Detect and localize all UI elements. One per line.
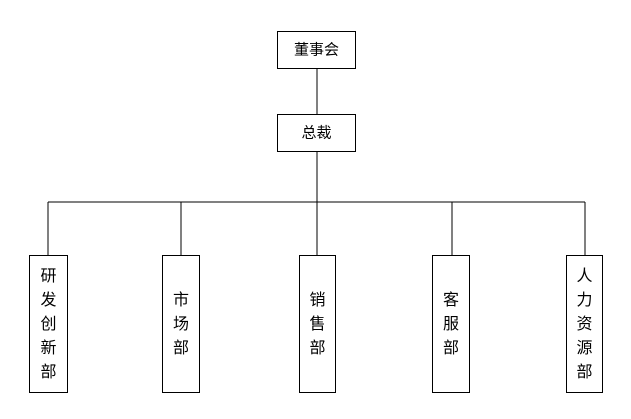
ceo-box: 总裁 (277, 114, 356, 152)
board-box: 董事会 (277, 31, 356, 69)
ceo-label: 总裁 (301, 123, 332, 142)
department-label-marketing: 市 场 部 (172, 290, 189, 357)
department-label-human-resources: 人 力 资 源 部 (576, 266, 593, 381)
department-box-human-resources: 人 力 资 源 部 (566, 255, 603, 393)
department-label-customer-service: 客 服 部 (442, 290, 459, 357)
department-box-marketing: 市 场 部 (162, 255, 200, 393)
department-box-rd-innovation: 研 发 创 新 部 (29, 255, 68, 393)
department-box-customer-service: 客 服 部 (432, 255, 470, 393)
department-label-rd-innovation: 研 发 创 新 部 (40, 266, 57, 381)
department-box-sales: 销 售 部 (299, 255, 336, 393)
board-label: 董事会 (293, 40, 339, 59)
department-label-sales: 销 售 部 (309, 290, 326, 357)
